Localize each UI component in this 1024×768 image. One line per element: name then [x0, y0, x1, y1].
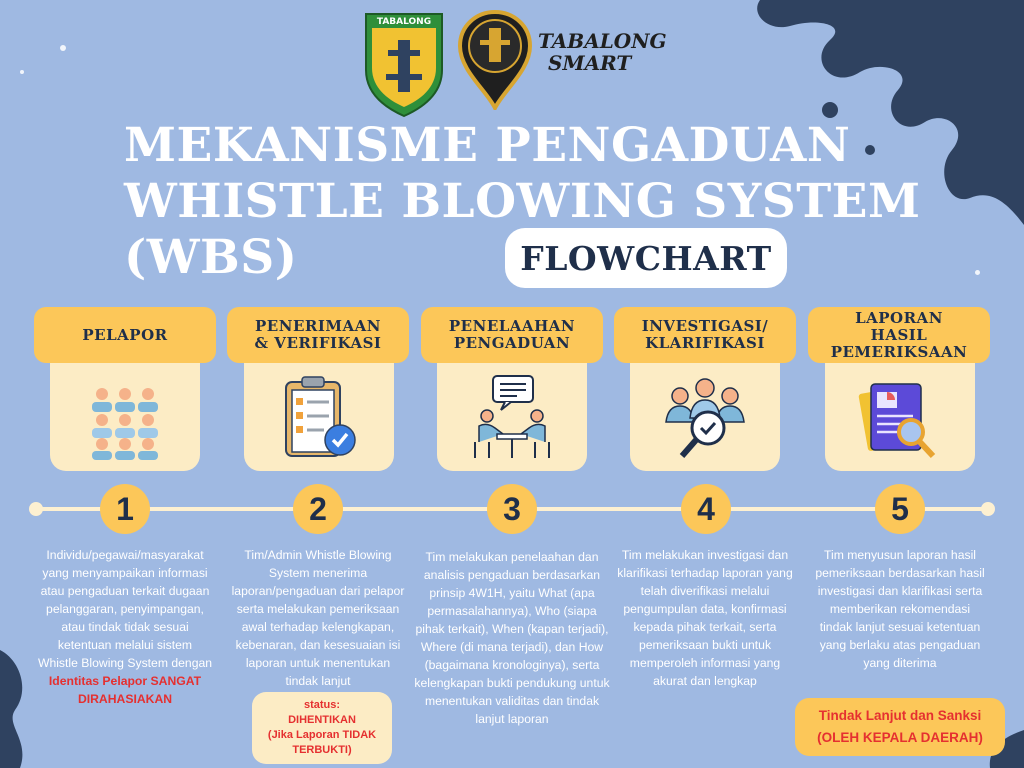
discussion-icon — [474, 375, 550, 458]
step-2-heading-text: PENERIMAAN & VERIFIKASI — [254, 317, 382, 352]
title-line1: MEKANISME PENGADUAN — [124, 118, 851, 173]
report-icon — [858, 383, 936, 459]
step-5-number: 5 — [875, 484, 925, 534]
step-3-heading-text: PENELAAHAN PENGADUAN — [448, 317, 576, 352]
step-4-description: Tim melakukan investigasi dan klarifikas… — [617, 548, 793, 688]
timeline-start-dot — [29, 502, 43, 516]
wordmark-line2: SMART — [548, 51, 632, 75]
step-5-heading: LAPORAN HASIL PEMERIKSAAN — [808, 307, 990, 363]
step-2-heading: PENERIMAAN & VERIFIKASI — [227, 307, 409, 363]
emblem-text: TABALONG — [377, 17, 431, 27]
sanction-title: Tindak Lanjut dan Sanksi — [818, 708, 982, 723]
timeline-end-dot — [981, 502, 995, 516]
step-5-heading-text: LAPORAN HASIL PEMERIKSAAN — [830, 308, 968, 361]
step-1-description: Individu/pegawai/masyarakat yang menyamp… — [37, 546, 213, 708]
step-1-confidential-note: Identitas Pelapor SANGAT DIRAHASIAKAN — [48, 674, 202, 706]
decor-dot — [20, 70, 24, 74]
step-3-heading: PENELAAHAN PENGADUAN — [421, 307, 603, 363]
step-2-description: Tim/Admin Whistle Blowing System menerim… — [231, 548, 405, 688]
step-3-number: 3 — [487, 484, 537, 534]
status-stopped-box: status: DIHENTIKAN (Jika Laporan TIDAK T… — [252, 692, 392, 764]
clipboard-check-icon — [285, 376, 356, 457]
title-line3: (WBS) — [124, 230, 298, 285]
step-2-card — [244, 363, 394, 471]
ink-splash-bottom-left — [0, 650, 23, 768]
people-group-icon — [92, 388, 158, 460]
investigation-icon — [665, 378, 745, 458]
decor-dot — [975, 270, 980, 275]
step-1-description-text: Individu/pegawai/masyarakat yang menyamp… — [37, 548, 213, 670]
step-1-number: 1 — [100, 484, 150, 534]
sanction-authority: (OLEH KEPALA DAERAH) — [817, 730, 983, 745]
step-3-card — [437, 363, 587, 471]
step-4-number: 4 — [681, 484, 731, 534]
tabalong-smart-pin-logo — [457, 10, 533, 110]
status-label: status: — [303, 699, 341, 711]
page-title: MEKANISME PENGADUAN WHISTLE BLOWING SYST… — [124, 118, 944, 286]
decor-dot — [60, 45, 66, 51]
step-3-description: Tim melakukan penelaahan dan analisis pe… — [414, 550, 610, 726]
step-4-card — [630, 363, 780, 471]
flowchart-badge: FLOWCHART — [505, 228, 787, 288]
sanction-box: Tindak Lanjut dan Sanksi (OLEH KEPALA DA… — [795, 698, 1005, 756]
status-value: DIHENTIKAN — [288, 714, 356, 726]
ink-splash-top-right — [757, 0, 1024, 225]
step-1-heading-text: PELAPOR — [82, 325, 168, 344]
step-2-number: 2 — [293, 484, 343, 534]
step-1-card — [50, 363, 200, 471]
title-line2: WHISTLE BLOWING SYSTEM — [124, 174, 921, 229]
step-4-heading-text: INVESTIGASI/ KLARIFIKASI — [641, 317, 769, 352]
step-1-heading: PELAPOR — [34, 307, 216, 363]
step-5-description: Tim menyusun laporan hasil pemeriksaan b… — [815, 548, 985, 670]
status-condition: (Jika Laporan TIDAK TERBUKTI) — [267, 729, 377, 756]
tabalong-smart-wordmark: TABALONG SMART — [538, 30, 667, 74]
wordmark-line1: TABALONG — [538, 29, 667, 53]
tabalong-emblem-logo: TABALONG — [365, 13, 443, 118]
ink-splash-bottom-right — [989, 730, 1024, 768]
step-5-card — [825, 363, 975, 471]
step-4-heading: INVESTIGASI/ KLARIFIKASI — [614, 307, 796, 363]
